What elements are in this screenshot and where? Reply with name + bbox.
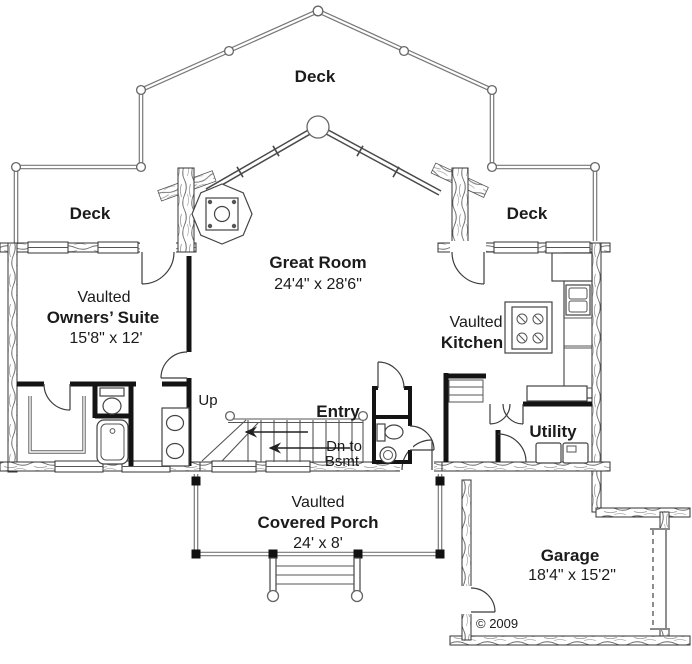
interior-doors <box>43 351 527 463</box>
great-room-dims: 24'4" x 28'6" <box>274 276 362 293</box>
stairs <box>201 410 369 462</box>
door-arc <box>377 361 405 389</box>
utility-counter <box>526 385 588 402</box>
garage-label: Garage <box>541 546 600 565</box>
door-arc <box>497 433 527 463</box>
utility-label: Utility <box>529 422 577 441</box>
deck-railing <box>10 5 601 243</box>
deck-left-label: Deck <box>70 204 111 223</box>
copyright-text: © 2009 <box>476 616 518 631</box>
door-arc <box>502 403 524 425</box>
door-arc <box>451 251 485 285</box>
great-room-label: Great Room <box>269 253 366 272</box>
kitchen-sink-icon <box>565 284 591 316</box>
toilet-icon <box>99 387 125 415</box>
garage-dims: 18'4" x 15'2" <box>528 567 616 584</box>
walk-in-closet-rod <box>28 396 86 454</box>
deck-top-label: Deck <box>295 67 336 86</box>
porch-label: Covered Porch <box>258 513 379 532</box>
deck-right-label: Deck <box>507 204 548 223</box>
kitchen-label: Kitchen <box>441 333 503 352</box>
washer-dryer-icon <box>535 442 589 464</box>
windows <box>27 241 591 473</box>
kitchen-counter <box>551 252 593 399</box>
stairs-dn-line2: Bsmt <box>325 453 360 470</box>
porch-vaulted-label: Vaulted <box>291 494 344 511</box>
owners-suite-label: Owners’ Suite <box>47 308 159 327</box>
door-arc <box>409 425 435 451</box>
door-arc <box>489 403 511 425</box>
prow-window-wall <box>205 115 442 196</box>
door-arc <box>43 383 71 411</box>
door-arc <box>160 351 188 379</box>
vanity-sinks-icon <box>161 407 190 467</box>
porch <box>191 474 445 559</box>
log-post-left <box>177 167 195 253</box>
exterior-doors <box>140 241 496 614</box>
door-arc <box>470 587 496 613</box>
door-arc <box>141 251 175 285</box>
stairs-dn-line1: Dn to <box>326 438 362 455</box>
owners-suite-vaulted-label: Vaulted <box>77 289 130 306</box>
stairs-up-label: Up <box>198 392 217 409</box>
powder-room-fixtures <box>376 423 404 464</box>
stove-island <box>504 301 553 354</box>
kitchen-vaulted-label: Vaulted <box>449 314 502 331</box>
porch-dims: 24' x 8' <box>293 535 343 552</box>
entry-label: Entry <box>316 402 360 421</box>
column-detail <box>191 183 253 245</box>
garage-door <box>650 528 671 630</box>
log-post-right <box>451 167 469 253</box>
pantry-shelves <box>448 379 484 403</box>
porch-steps <box>266 557 364 603</box>
owners-suite-dims: 15'8" x 12' <box>69 330 142 347</box>
prow-apex-post <box>306 115 330 139</box>
bathtub-icon <box>96 419 129 465</box>
